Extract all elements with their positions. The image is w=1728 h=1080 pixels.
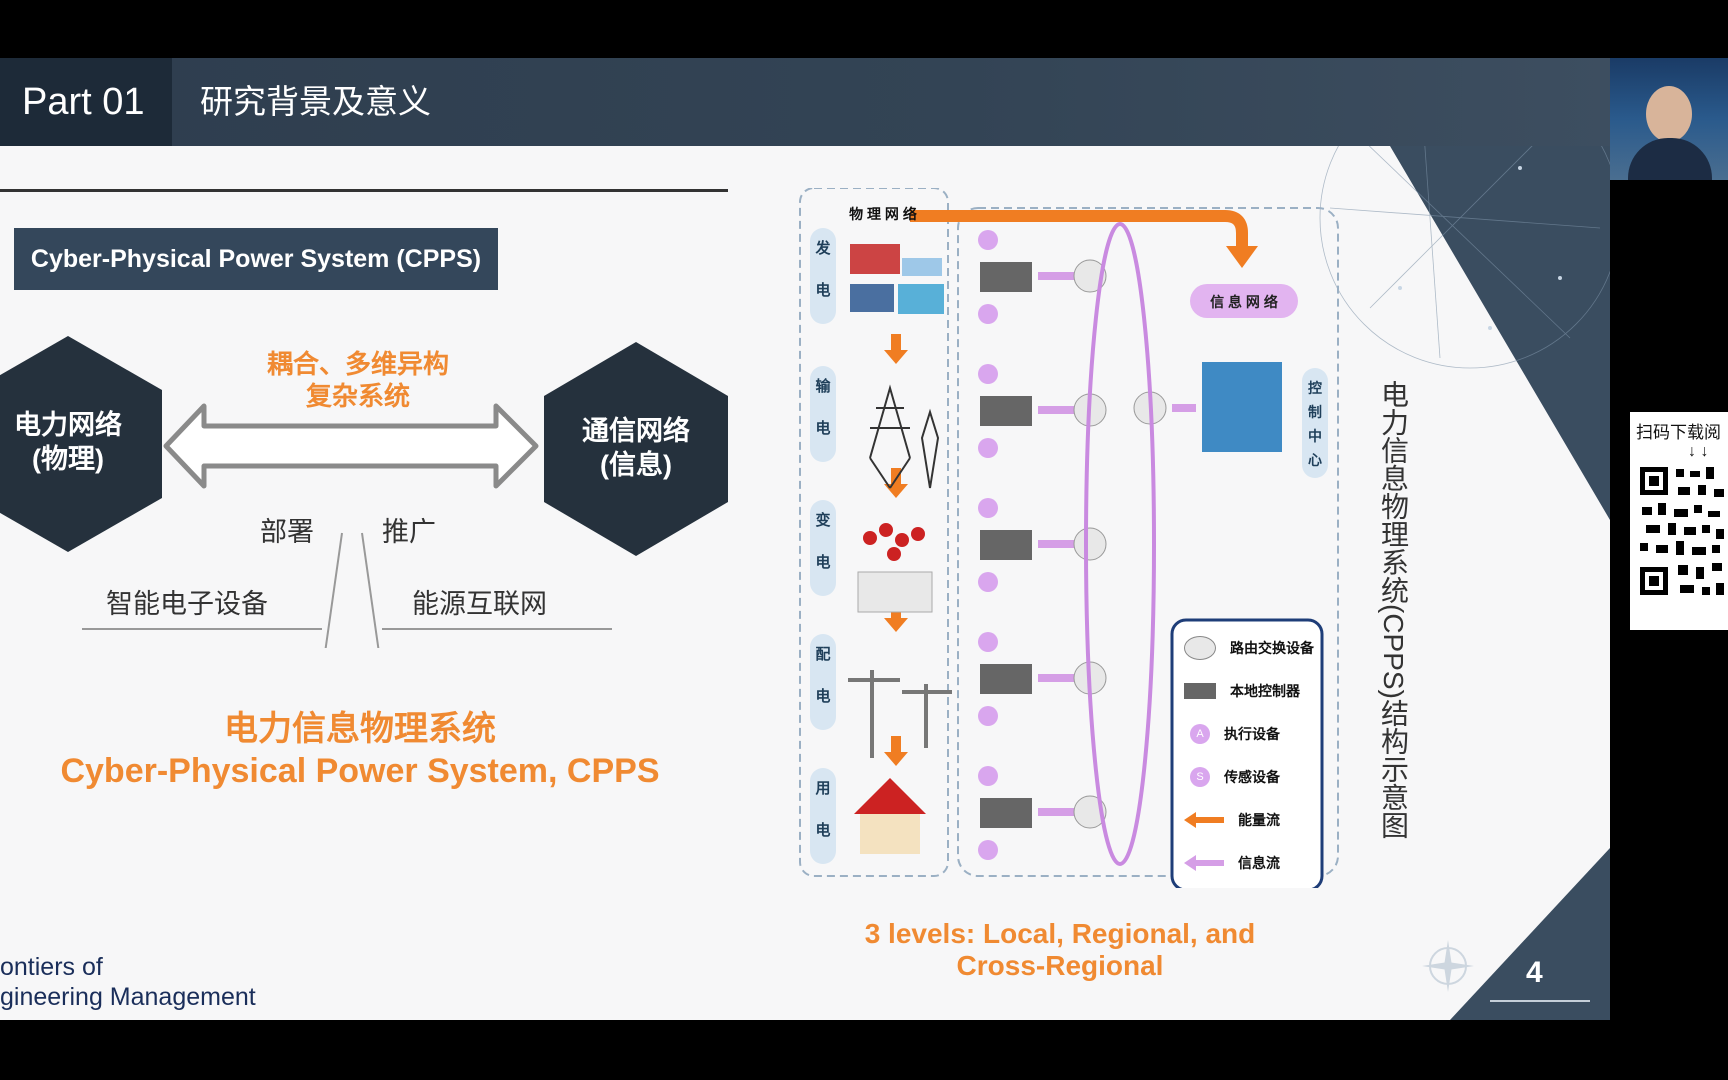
control-center-label: 控制中心 xyxy=(1308,380,1322,468)
legend-actuator: A 执行设备 xyxy=(1184,712,1330,755)
presentation-slide: Part 01 研究背景及意义 Cyber-Physical Power Sys… xyxy=(0,58,1610,1020)
legend-router: 路由交换设备 xyxy=(1184,626,1330,669)
sensor-icon: S xyxy=(1190,766,1210,787)
stage-substation: 变电 xyxy=(815,512,831,571)
double-arrow xyxy=(163,403,539,489)
main-title: 电力信息物理系统 Cyber-Physical Power System, CP… xyxy=(60,710,660,790)
smart-devices-label: 智能电子设备 xyxy=(106,589,268,619)
hexagon-physical xyxy=(0,336,162,552)
qr-panel[interactable]: 扫码下载阅 ↓ ↓ xyxy=(1630,412,1728,630)
divider xyxy=(0,189,728,192)
stage-transmission: 输电 xyxy=(815,378,831,437)
energy-flow-arrow-icon xyxy=(1184,811,1224,828)
legend-info-flow: 信息流 xyxy=(1184,841,1330,884)
compass-icon xyxy=(1422,940,1474,992)
network-decoration xyxy=(1140,58,1610,1020)
coupling-figure xyxy=(0,336,728,648)
underline-left xyxy=(82,628,322,630)
info-flow-arrow-icon xyxy=(1184,854,1224,871)
deploy-label: 部署 xyxy=(260,517,314,547)
legend: 路由交换设备 本地控制器 A 执行设备 S 传感设备 能量流 信息流 xyxy=(1184,626,1330,884)
controller-icon xyxy=(1184,682,1216,699)
page-underline xyxy=(1490,1000,1590,1002)
energy-internet-label: 能源互联网 xyxy=(412,589,547,619)
hex-information-label: 通信网络(信息) xyxy=(582,416,690,480)
hexagon-information xyxy=(544,342,728,556)
router-icon xyxy=(1184,635,1216,660)
part-label: Part 01 xyxy=(0,58,172,146)
section-title: 研究背景及意义 xyxy=(200,83,431,120)
qr-code-icon xyxy=(1640,467,1724,595)
presenter-body xyxy=(1628,138,1712,180)
promote-label: 推广 xyxy=(382,517,436,547)
presenter-face xyxy=(1646,86,1692,142)
header-bar xyxy=(0,58,1610,146)
stage-consumption: 用电 xyxy=(815,780,831,839)
cpps-title-box: Cyber-Physical Power System (CPPS) xyxy=(14,228,498,290)
stage-generation: 发电 xyxy=(815,240,831,299)
row-nodes xyxy=(978,230,1282,860)
arrow-caption: 耦合、多维异构复杂系统 xyxy=(266,349,449,411)
journal-name: ontiers of gineering Management xyxy=(0,953,256,1011)
info-network-label: 信 息 网 络 xyxy=(1210,294,1278,310)
webcam-thumbnail[interactable] xyxy=(1610,58,1728,180)
qr-label: 扫码下载阅 xyxy=(1636,423,1721,442)
page-number: 4 xyxy=(1526,956,1543,989)
legend-controller: 本地控制器 xyxy=(1184,669,1330,712)
stage-distribution: 配电 xyxy=(815,646,831,705)
physical-network-label: 物 理 网 络 xyxy=(849,206,917,222)
qr-arrows: ↓ ↓ xyxy=(1688,443,1709,460)
underline-right xyxy=(382,628,612,630)
hex-physical-label: 电力网络(物理) xyxy=(14,410,122,474)
cpps-structure-diagram xyxy=(799,188,1339,888)
actuator-icon: A xyxy=(1190,723,1210,744)
legend-sensor: S 传感设备 xyxy=(1184,755,1330,798)
legend-energy-flow: 能量流 xyxy=(1184,798,1330,841)
diagram-vertical-title: 电力信息物理系统(CPPS)结构示意图 xyxy=(1378,380,1409,839)
